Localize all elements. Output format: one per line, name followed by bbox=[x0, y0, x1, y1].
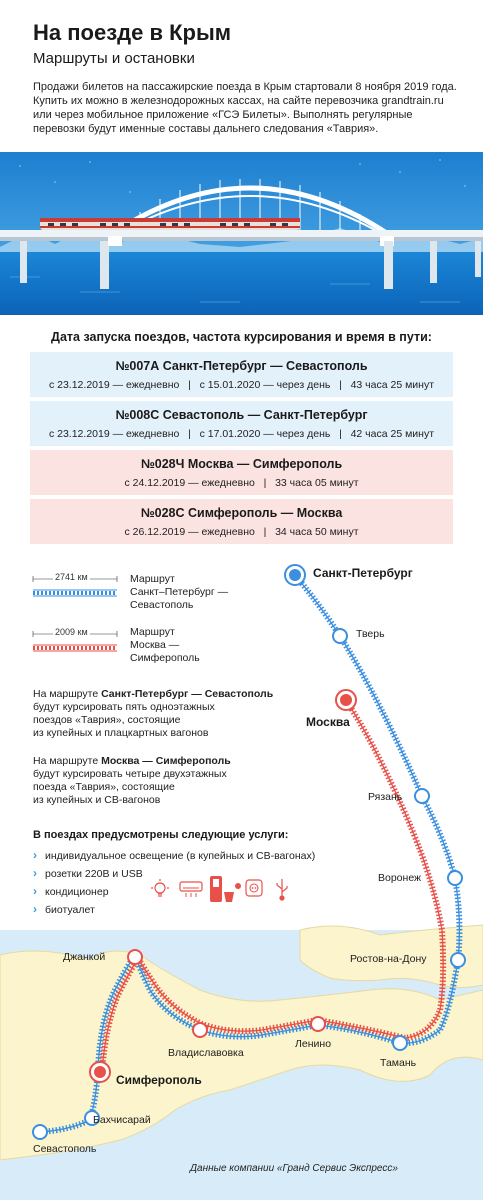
station-voronezh bbox=[447, 870, 463, 886]
train-details: с 24.12.2019 — ежедневно | 33 часа 05 ми… bbox=[124, 477, 359, 489]
service-item: ›биотуалет bbox=[33, 902, 95, 916]
station-vladislavovka bbox=[192, 1022, 208, 1038]
station-markers bbox=[32, 564, 466, 1140]
chevron-right-icon: › bbox=[33, 848, 37, 862]
chevron-right-icon: › bbox=[33, 866, 37, 880]
train-illustration bbox=[40, 218, 300, 230]
city-label-dzhankoy: Джанкой bbox=[63, 951, 106, 963]
city-label-vladislavovka: Владиславовка bbox=[168, 1047, 244, 1059]
source-note: Данные компании «Гранд Сервис Экспресс» bbox=[190, 1163, 398, 1174]
services-title: В поездах предусмотрены следующие услуги… bbox=[33, 829, 289, 841]
train-name: №028Ч Москва — Симферополь bbox=[140, 457, 343, 471]
city-label-rostov: Ростов-на-Дону bbox=[350, 953, 427, 965]
legend-red-label: Маршрут Москва — Симферополь bbox=[130, 626, 200, 664]
city-label-ryazan: Рязань bbox=[368, 791, 403, 803]
station-ryazan bbox=[414, 788, 430, 804]
station-rostov bbox=[450, 952, 466, 968]
train-details: с 23.12.2019 — ежедневно | с 17.01.2020 … bbox=[48, 428, 435, 440]
intro-text: Продажи билетов на пассажирские поезда в… bbox=[33, 81, 457, 135]
description-spb-route: На маршруте Санкт-Петербург — Севастопол… bbox=[33, 688, 274, 739]
lamp-icon bbox=[151, 879, 169, 897]
train-details: с 26.12.2019 — ежедневно | 34 часа 50 ми… bbox=[124, 526, 359, 538]
city-label-voronezh: Воронеж bbox=[378, 872, 422, 884]
station-bakhchisaray bbox=[84, 1110, 100, 1126]
station-tver bbox=[332, 628, 348, 644]
page-subtitle: Маршруты и остановки bbox=[33, 50, 195, 67]
service-item: ›кондиционер bbox=[33, 884, 109, 898]
service-item: ›индивидуальное освещение (в купейных и … bbox=[33, 848, 316, 862]
legend-blue-label: Маршрут Санкт–Петербург — Севастополь bbox=[130, 573, 229, 611]
description-moscow-route: На маршруте Москва — Симферополь будут к… bbox=[33, 755, 231, 806]
bridge-illustration bbox=[0, 152, 483, 315]
city-label-taman: Тамань bbox=[380, 1057, 417, 1069]
train-card: №008С Севастополь — Санкт-Петербург с 23… bbox=[30, 401, 453, 446]
socket-icon bbox=[245, 879, 263, 897]
station-lenino bbox=[310, 1016, 326, 1032]
city-label-tver: Тверь bbox=[356, 628, 385, 640]
legend-blue-km: 2741 км bbox=[53, 572, 90, 582]
train-card: №007А Санкт-Петербург — Севастополь с 23… bbox=[30, 352, 453, 397]
train-name: №028С Симферополь — Москва bbox=[140, 506, 343, 520]
city-label-spb: Санкт-Петербург bbox=[313, 566, 413, 580]
service-item: ›розетки 220В и USB bbox=[33, 866, 143, 880]
station-taman bbox=[392, 1035, 408, 1051]
city-label-sevastopol: Севастополь bbox=[33, 1143, 97, 1155]
city-label-moscow: Москва bbox=[306, 715, 350, 729]
train-name: №007А Санкт-Петербург — Севастополь bbox=[115, 359, 368, 373]
station-sevastopol bbox=[32, 1124, 48, 1140]
air-conditioner-icon bbox=[179, 881, 203, 897]
page-title: На поезде в Крым bbox=[33, 20, 232, 45]
chevron-right-icon: › bbox=[33, 902, 37, 916]
train-card: №028С Симферополь — Москва с 26.12.2019 … bbox=[30, 499, 453, 544]
toilet-icon bbox=[210, 876, 241, 902]
route-map bbox=[0, 564, 483, 1200]
crimea-land bbox=[0, 950, 483, 1161]
station-dzhankoy bbox=[127, 949, 143, 965]
schedule-title: Дата запуска поездов, частота курсирован… bbox=[51, 330, 432, 344]
header: На поезде в Крым Маршруты и остановки Пр… bbox=[0, 0, 483, 152]
train-name: №008С Севастополь — Санкт-Петербург bbox=[115, 408, 368, 422]
legend-red-line bbox=[32, 631, 118, 652]
usb-icon bbox=[276, 879, 288, 901]
legend-red-km: 2009 км bbox=[53, 627, 90, 637]
city-label-bakhchisaray: Бахчисарай bbox=[93, 1114, 151, 1126]
train-details: с 23.12.2019 — ежедневно | с 15.01.2020 … bbox=[48, 379, 435, 391]
chevron-right-icon: › bbox=[33, 884, 37, 898]
city-label-simferopol: Симферополь bbox=[116, 1073, 202, 1087]
train-card: №028Ч Москва — Симферополь с 24.12.2019 … bbox=[30, 450, 453, 495]
city-label-lenino: Ленино bbox=[295, 1038, 332, 1050]
